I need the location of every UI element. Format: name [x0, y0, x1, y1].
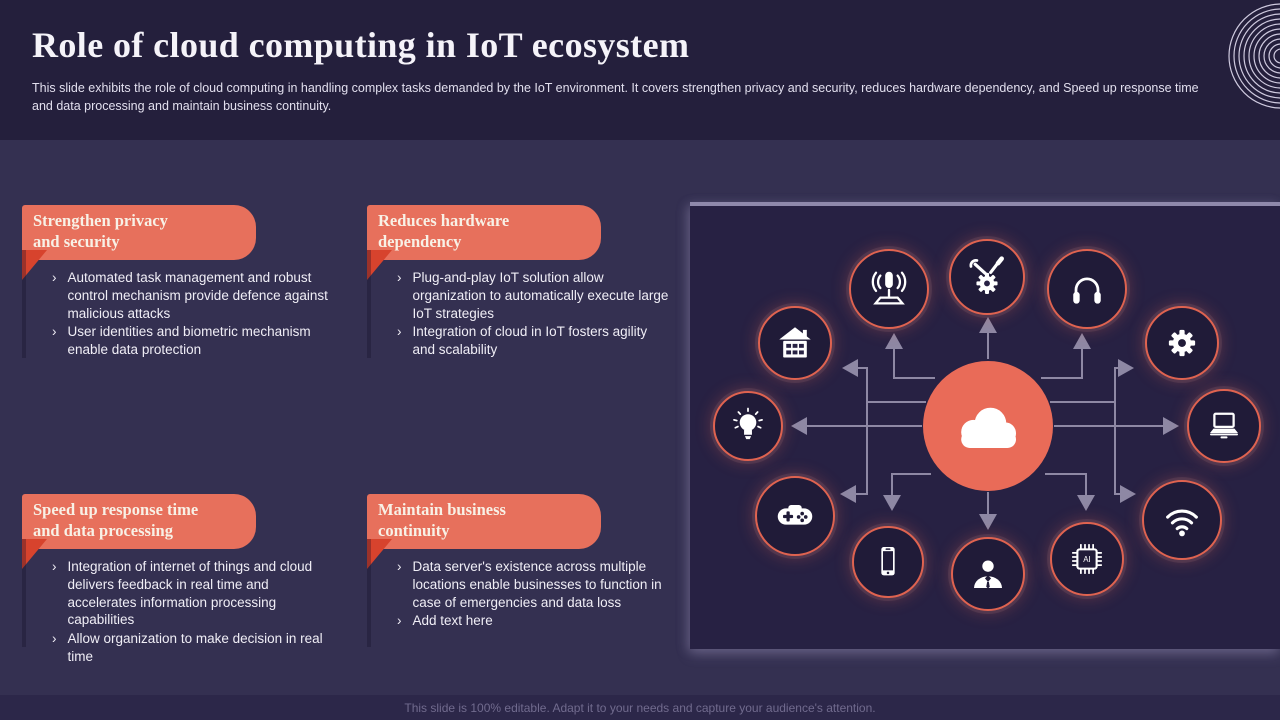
- ribbon-spine: [22, 250, 26, 358]
- chip-label: AI: [1083, 555, 1090, 564]
- bullet-text: User identities and biometric mechanism …: [67, 324, 311, 358]
- bullet-marker: ›: [397, 613, 402, 629]
- callout-title-line1: Strengthen privacy: [33, 211, 168, 230]
- bullet-marker: ›: [52, 269, 57, 285]
- laptop-icon: [1210, 412, 1238, 439]
- callout-title-line1: Reduces hardware: [378, 211, 510, 230]
- bullet-text: Integration of cloud in IoT fosters agil…: [412, 324, 648, 358]
- node-smart-home: [758, 306, 832, 380]
- callout-banner: Reduces hardware dependency: [367, 205, 601, 260]
- node-user: [951, 537, 1025, 611]
- node-ai-chip: AI: [1050, 522, 1124, 596]
- callout-title-line2: and data processing: [33, 521, 173, 541]
- ribbon-spine: [367, 250, 371, 358]
- cloud-icon: [961, 407, 1017, 448]
- list-item: › Plug-and-play IoT solution allow organ…: [397, 269, 673, 322]
- callout-banner: Strengthen privacy and security: [22, 205, 256, 260]
- bullet-marker: ›: [397, 269, 402, 285]
- bullet-text: Plug-and-play IoT solution allow organiz…: [412, 269, 669, 321]
- bullet-marker: ›: [52, 631, 57, 647]
- header: Role of cloud computing in IoT ecosystem…: [0, 0, 1280, 140]
- footer-note: This slide is 100% editable. Adapt it to…: [404, 700, 876, 715]
- bullet-list: › Automated task management and robust c…: [22, 269, 328, 359]
- list-item: › Add text here: [397, 612, 673, 630]
- bullet-text: Automated task management and robust con…: [67, 269, 328, 321]
- callout-strengthen-privacy: Strengthen privacy and security › Automa…: [22, 205, 332, 360]
- ribbon-fold: [22, 539, 47, 569]
- rings-icon: [1228, 3, 1280, 109]
- bullet-text: Data server's existence across multiple …: [412, 558, 662, 610]
- smart-home-icon: [779, 327, 811, 358]
- slide-subtitle: This slide exhibits the role of cloud co…: [32, 81, 1199, 114]
- node-smartphone: [852, 526, 924, 598]
- bullet-list: › Integration of internet of things and …: [22, 558, 328, 666]
- node-wifi: [1142, 480, 1222, 560]
- bullet-text: Add text here: [412, 613, 493, 629]
- ribbon-spine: [22, 539, 26, 647]
- concentric-rings-decoration: [1220, 0, 1280, 120]
- bullet-text: Allow organization to make decision in r…: [67, 631, 323, 664]
- voice-assistant-icon: [871, 271, 907, 305]
- callout-title-line2: and security: [33, 232, 120, 252]
- game-controller-icon: [777, 504, 813, 525]
- list-item: › Integration of internet of things and …: [52, 558, 328, 629]
- node-game-controller: [755, 476, 835, 556]
- bullet-marker: ›: [397, 324, 402, 340]
- connector-arrows: [791, 317, 1179, 530]
- smartphone-icon: [881, 547, 895, 576]
- bullet-list: › Plug-and-play IoT solution allow organ…: [367, 269, 673, 359]
- headphones-icon: [1073, 277, 1101, 304]
- node-voice-assistant: [849, 249, 929, 329]
- list-item: › Allow organization to make decision in…: [52, 630, 328, 666]
- ribbon-fold: [22, 250, 47, 280]
- bullet-list: › Data server's existence across multipl…: [367, 558, 673, 630]
- ai-chip-icon: AI: [1072, 544, 1102, 574]
- service-tools-icon: [969, 256, 1004, 294]
- callout-reduces-hardware: Reduces hardware dependency › Plug-and-p…: [367, 205, 677, 360]
- node-lightbulb: [713, 391, 783, 461]
- node-laptop: [1187, 389, 1261, 463]
- bullet-marker: ›: [397, 558, 402, 574]
- node-gear: [1145, 306, 1219, 380]
- user-icon: [974, 560, 1002, 589]
- page-title: Role of cloud computing in IoT ecosystem: [32, 25, 690, 65]
- callout-speed-up-response: Speed up response time and data processi…: [22, 494, 332, 667]
- node-service-tools: [949, 239, 1025, 315]
- list-item: › Automated task management and robust c…: [52, 269, 328, 322]
- gear-icon: [1168, 329, 1196, 357]
- lightbulb-icon: [733, 407, 763, 440]
- callout-title-line1: Maintain business: [378, 500, 506, 519]
- ribbon-fold: [367, 250, 392, 280]
- callout-title-line2: continuity: [378, 521, 450, 541]
- callout-maintain-business: Maintain business continuity › Data serv…: [367, 494, 677, 647]
- ribbon-fold: [367, 539, 392, 569]
- footer-bar: This slide is 100% editable. Adapt it to…: [0, 695, 1280, 720]
- list-item: › Data server's existence across multipl…: [397, 558, 673, 611]
- wifi-icon: [1166, 509, 1198, 537]
- callout-title-line1: Speed up response time: [33, 500, 199, 519]
- node-headphones: [1047, 249, 1127, 329]
- bullet-text: Integration of internet of things and cl…: [67, 558, 313, 628]
- cloud-hub: [923, 361, 1053, 491]
- list-item: › User identities and biometric mechanis…: [52, 323, 328, 359]
- callout-banner: Maintain business continuity: [367, 494, 601, 549]
- callout-title-line2: dependency: [378, 232, 462, 252]
- callout-banner: Speed up response time and data processi…: [22, 494, 256, 549]
- iot-diagram-panel: AI: [690, 202, 1280, 649]
- list-item: › Integration of cloud in IoT fosters ag…: [397, 323, 673, 359]
- bullet-marker: ›: [52, 558, 57, 574]
- bullet-marker: ›: [52, 324, 57, 340]
- ribbon-spine: [367, 539, 371, 647]
